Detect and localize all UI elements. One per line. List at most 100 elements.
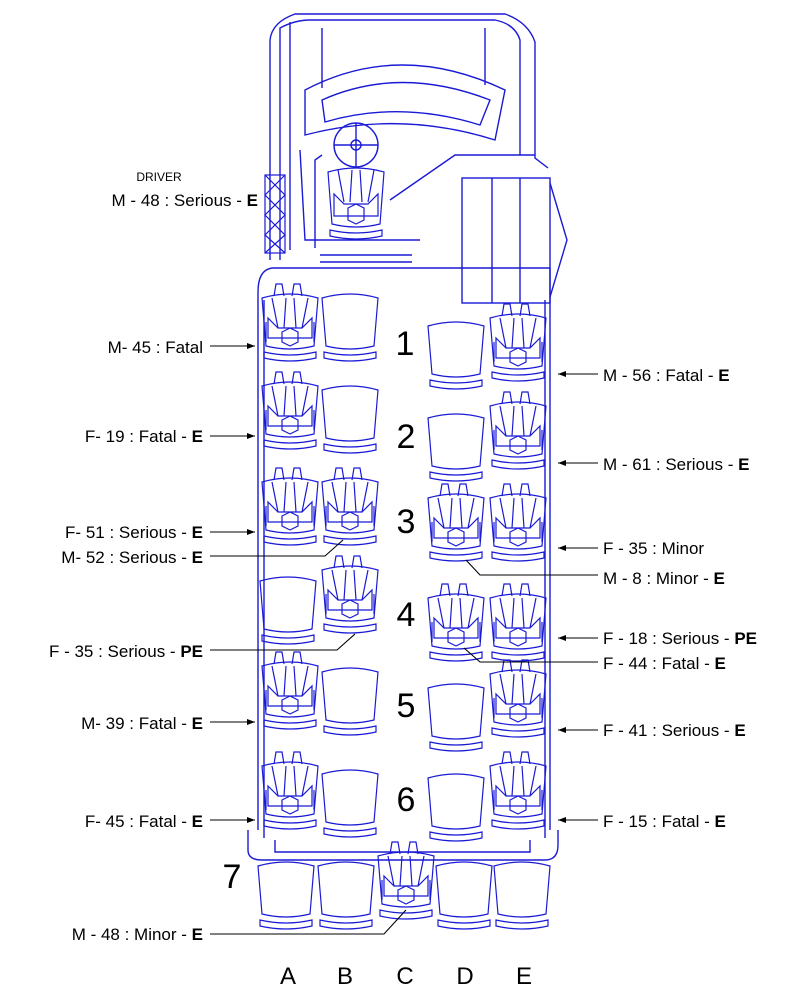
occupant-detail: F- 51 : Serious -: [65, 523, 192, 542]
occupant-text: F - 44 : Fatal - E: [603, 654, 726, 673]
occupant-text: F - 35 : Serious - PE: [49, 642, 203, 661]
occupant-label-4D: F - 44 : Fatal - E: [463, 647, 726, 673]
occupant-figure-6E: [493, 751, 543, 815]
occupant-detail: M - 56 : Fatal -: [603, 366, 718, 385]
row-number-6: 6: [397, 781, 416, 819]
occupant-text: F - 41 : Serious - E: [603, 721, 746, 740]
occupant-figure-3D: [431, 483, 481, 547]
bus-outline: [247, 13, 568, 861]
seat-1E: [489, 303, 547, 382]
occupant-label-2A: F- 19 : Fatal - E: [85, 427, 255, 446]
ejection-tag: E: [714, 569, 725, 588]
seat-7D: [435, 861, 493, 930]
arrow-head-icon: [247, 719, 255, 725]
occupant-text: M - 61 : Serious - E: [603, 455, 749, 474]
occupant-label-5E: F - 41 : Serious - E: [558, 721, 746, 740]
occupant-figure-2E: [493, 391, 543, 455]
column-letter-E: E: [516, 963, 532, 990]
occupant-label-3B: M- 52 : Serious - E: [61, 539, 344, 567]
seat-7C: [377, 841, 435, 920]
occupant-figure-3A: [265, 467, 315, 531]
seat-layer: [257, 167, 551, 930]
row-number-5: 5: [397, 687, 416, 725]
column-letter-C: C: [396, 963, 413, 990]
seat-7B: [317, 861, 375, 930]
column-letter-B: B: [337, 963, 353, 990]
ejection-tag: E: [192, 925, 203, 944]
leader-line: [463, 647, 598, 663]
leader-line: [465, 559, 598, 576]
occupant-detail: M - 48 : Minor -: [72, 925, 192, 944]
seat-2A: [261, 371, 319, 450]
ejection-tag: E: [718, 366, 729, 385]
arrow-head-icon: [558, 371, 566, 377]
occupant-text: M- 52 : Serious - E: [61, 548, 203, 567]
ejection-tag: E: [734, 721, 745, 740]
occupant-detail: M- 52 : Serious -: [61, 548, 191, 567]
occupant-label-7C: M - 48 : Minor - E: [72, 909, 407, 944]
occupant-text: F- 51 : Serious - E: [65, 523, 203, 542]
seat-5B: [321, 667, 379, 736]
occupant-text: F - 18 : Serious - PE: [603, 629, 757, 648]
occupant-detail: M - 8 : Minor -: [603, 569, 714, 588]
occupant-text: M - 56 : Fatal - E: [603, 366, 730, 385]
occupant-detail: F - 35 : Serious -: [49, 642, 180, 661]
occupant-figure-5A: [265, 651, 315, 715]
leader-line: [210, 633, 356, 651]
seat-6A: [261, 751, 319, 830]
seat-5A: [261, 651, 319, 730]
seat-4D: [427, 583, 485, 662]
arrow-head-icon: [558, 460, 566, 466]
seat-4B: [321, 555, 379, 634]
occupant-detail: F - 41 : Serious -: [603, 721, 734, 740]
occupant-figure-3B: [325, 467, 375, 531]
seat-6D: [427, 773, 485, 842]
occupant-label-1E: M - 56 : Fatal - E: [558, 366, 730, 385]
column-letters: A B C D E: [280, 963, 532, 990]
seat-3B: [321, 467, 379, 546]
ejection-tag: PE: [734, 629, 757, 648]
occupant-text: M - 8 : Minor - E: [603, 569, 725, 588]
occupant-figure-7C: [381, 841, 431, 905]
driver-text: M - 48 : Serious - E: [112, 191, 258, 210]
occupant-text: F - 35 : Minor: [603, 539, 704, 558]
ejection-tag: PE: [180, 642, 203, 661]
arrow-head-icon: [247, 817, 255, 823]
occupant-label-3A: F- 51 : Serious - E: [65, 523, 255, 542]
seat-6E: [489, 751, 547, 830]
seat-3D: [427, 483, 485, 562]
occupant-figure-4B: [325, 555, 375, 619]
seat-1B: [321, 293, 379, 362]
occupant-detail: F - 18 : Serious -: [603, 629, 734, 648]
row-number-7: 7: [223, 858, 242, 896]
ejection-tag: E: [738, 455, 749, 474]
occupant-text: F- 19 : Fatal - E: [85, 427, 203, 446]
occupant-figure-5E: [493, 659, 543, 723]
occupant-label-4E: F - 18 : Serious - PE: [558, 629, 757, 648]
seat-2B: [321, 385, 379, 454]
row-number-4: 4: [397, 596, 416, 634]
occupant-label-3E: F - 35 : Minor: [558, 539, 704, 558]
occupant-figure-4E: [493, 583, 543, 647]
occupant-figure-1E: [493, 303, 543, 367]
arrow-head-icon: [558, 727, 566, 733]
column-letter-A: A: [280, 963, 296, 990]
occupant-text: F - 15 : Fatal - E: [603, 812, 726, 831]
column-letter-D: D: [456, 963, 473, 990]
seat-1A: [261, 283, 319, 362]
arrow-head-icon: [247, 433, 255, 439]
seat-3E: [489, 483, 547, 562]
seat-3A: [261, 467, 319, 546]
occupant-label-5A: M- 39 : Fatal - E: [81, 714, 255, 733]
occupant-detail: F - 15 : Fatal -: [603, 812, 714, 831]
seat-6B: [321, 769, 379, 838]
ejection-tag: E: [192, 812, 203, 831]
occupant-figure-1A: [265, 283, 315, 347]
occupant-detail: M - 61 : Serious -: [603, 455, 738, 474]
ejection-tag: E: [714, 812, 725, 831]
seat-5D: [427, 683, 485, 752]
